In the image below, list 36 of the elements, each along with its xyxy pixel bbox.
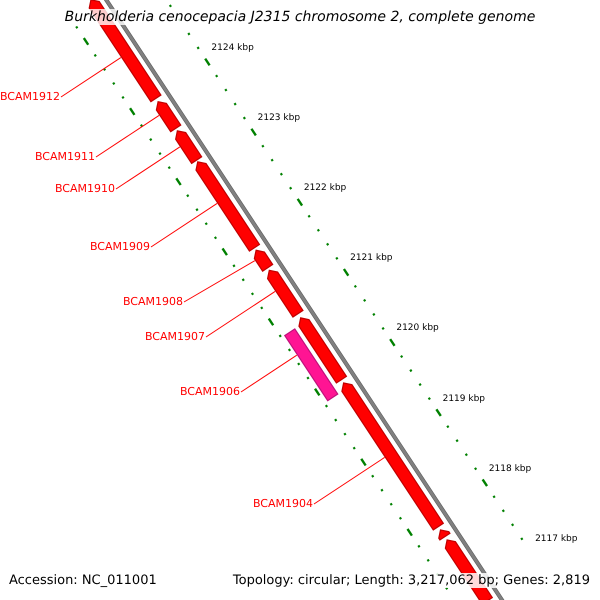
leader-line [184,260,256,302]
gene-feature [298,317,348,384]
gene-label: BCAM1906 [180,385,240,399]
leader-line [240,354,298,392]
gene-feature [175,130,202,164]
gene-feature [254,250,274,272]
gene-feature [341,382,444,531]
scale-label: 2121 kbp [350,253,393,264]
scale-label: 2122 kbp [304,183,346,194]
leader-line [116,146,180,190]
gene-feature [156,100,182,133]
leader-line [96,114,160,158]
leader-line [206,290,276,338]
gene-feature [438,529,451,541]
genome-info-text: Topology: circular; Length: 3,217,062 bp; Genes: 2,819 [232,573,590,588]
leader-line [60,57,122,98]
leader-line [314,456,386,504]
gene-label: BCAM1909 [90,240,150,254]
gene-label: BCAM1904 [252,497,313,511]
gene-label: BCAM1911 [34,150,95,164]
scale-label: 2120 kbp [396,323,439,334]
scale-label: 2124 kbp [211,42,254,53]
gene-label: BCAM1910 [54,182,115,196]
scale-label: 2123 kbp [258,113,300,124]
accession-text: Accession: NC_011001 [9,573,157,588]
gene-label: BCAM1908 [122,295,183,309]
scale-label: 2118 kbp [488,464,532,474]
gene-label: BCAM1907 [144,330,205,344]
leader-line [150,202,218,248]
gene-feature [266,270,304,318]
gene-feature [195,161,260,252]
scale-label: 2117 kbp [535,534,578,544]
gene-feature-block [284,328,339,402]
gene-label: BCAM1912 [0,90,60,104]
title: Burkholderia cenocepacia J2315 chromosome 2, complete genome [62,9,538,25]
scale-label: 2119 kbp [442,394,485,404]
